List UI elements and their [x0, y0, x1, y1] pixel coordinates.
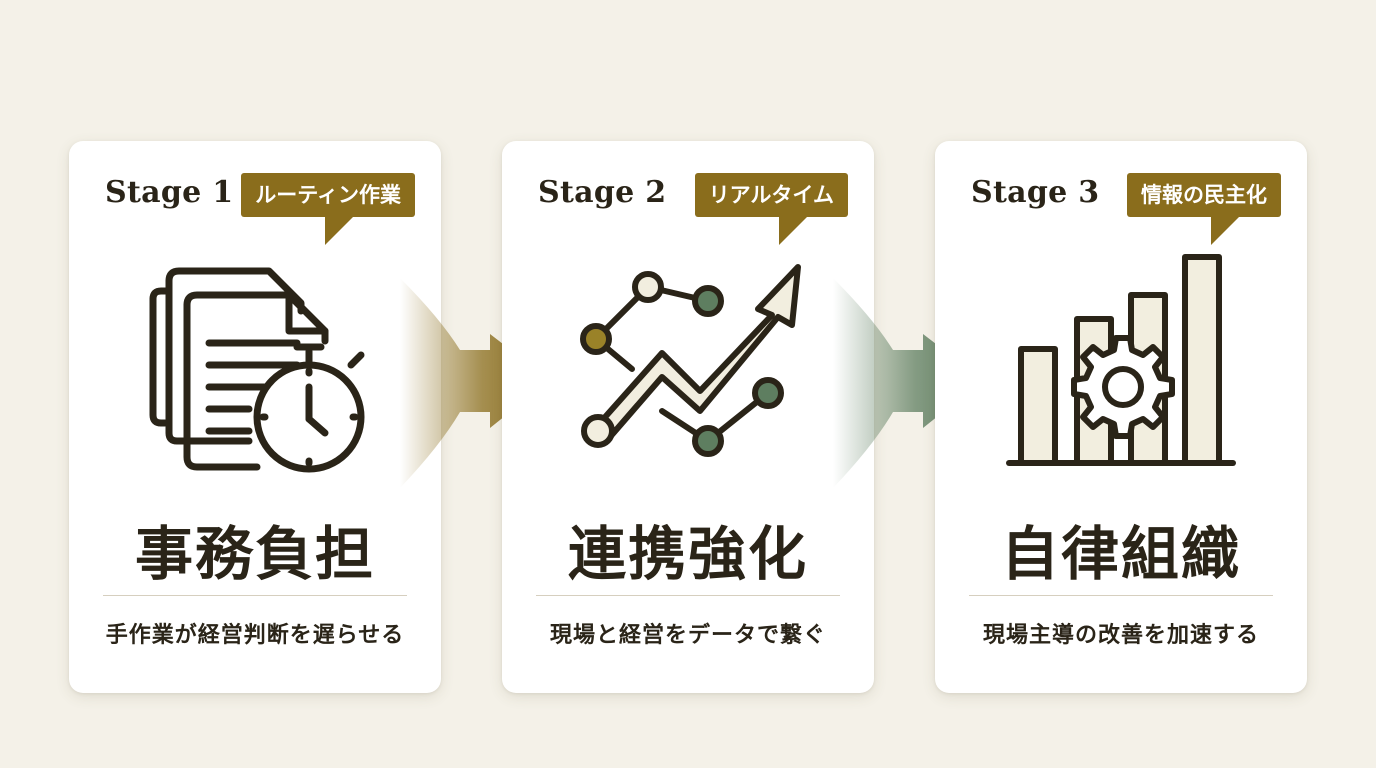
stage-badge: ルーティン作業	[241, 173, 415, 245]
divider	[536, 595, 840, 596]
stage-label: Stage 3	[971, 175, 1100, 210]
stage-description: 現場主導の改善を加速する	[982, 623, 1259, 648]
stage-card-1: Stage 1 ルーティン作業	[69, 141, 441, 693]
stage-label: Stage 2	[538, 175, 667, 210]
stage-badge: リアルタイム	[694, 173, 848, 245]
stage-card-3: Stage 3 情報の民主化 自律組織 現場主導の改善を加速する	[935, 141, 1307, 693]
stage-description: 手作業が経営判断を遅らせる	[105, 623, 405, 648]
stage-card-2: Stage 2 リアルタイム 連携強化	[502, 141, 874, 693]
stage-title: 自律組織	[1000, 520, 1241, 588]
stage-title: 連携強化	[567, 520, 808, 588]
bar-chart-gear-icon	[935, 241, 1307, 481]
stage-description: 現場と経営をデータで繋ぐ	[549, 623, 826, 648]
flow-arrow-2-icon	[833, 278, 983, 488]
divider	[103, 595, 407, 596]
documents-stopwatch-icon	[69, 241, 441, 481]
network-trend-arrow-icon	[502, 241, 874, 481]
stage-badge: 情報の民主化	[1127, 173, 1281, 245]
flow-arrow-1-icon	[400, 278, 550, 488]
stage-label: Stage 1	[105, 175, 234, 210]
divider	[969, 595, 1273, 596]
stage-title: 事務負担	[134, 520, 375, 588]
